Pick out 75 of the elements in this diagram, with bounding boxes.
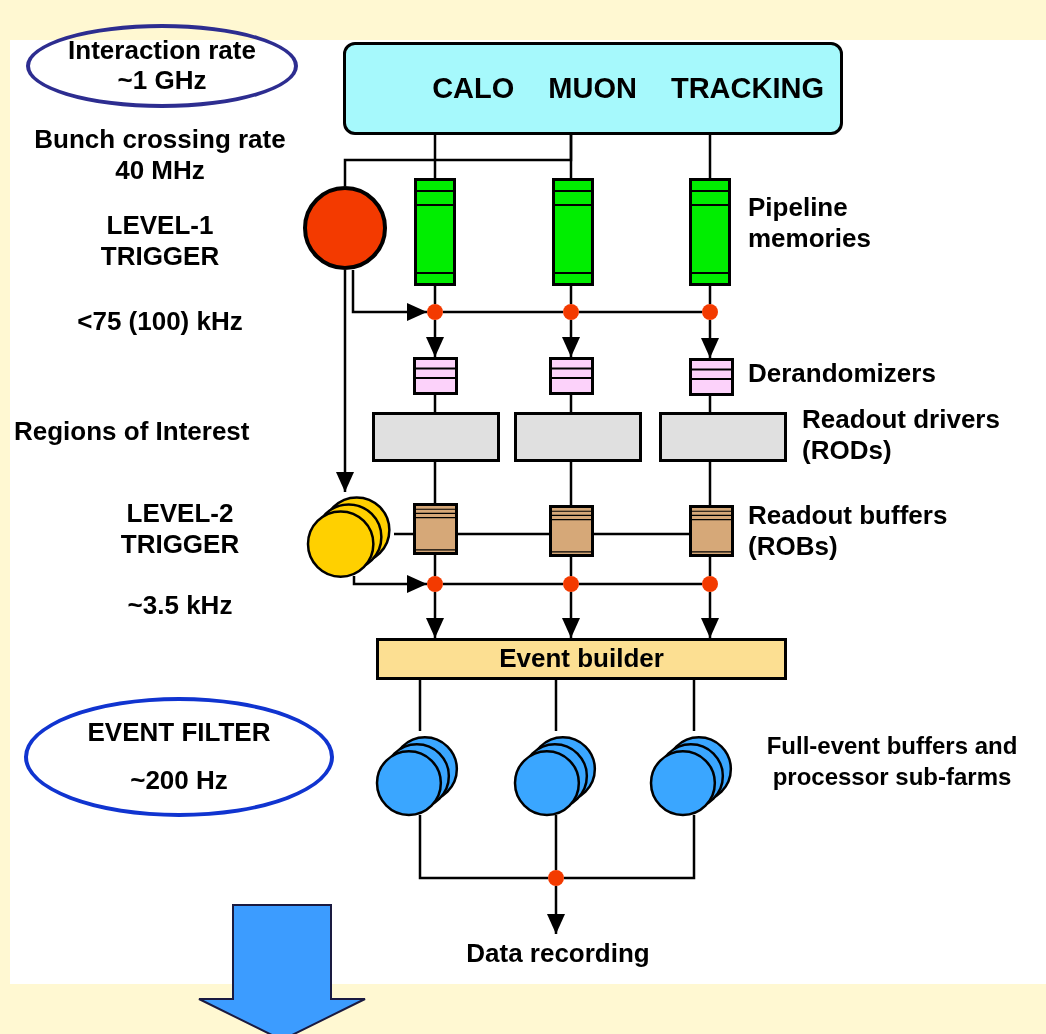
- arrow: [426, 592, 444, 638]
- annotation-text: Full-event buffers and processor sub-farms: [765, 731, 1019, 793]
- junction-dot: [548, 870, 564, 886]
- connector-line: [569, 557, 573, 576]
- readout-buffer: [689, 505, 734, 557]
- arrow: [562, 320, 580, 357]
- annotation-text: Derandomizers: [748, 358, 937, 390]
- readout-buffer: [413, 503, 458, 555]
- arrow: [336, 270, 354, 492]
- readout-driver-box: [372, 412, 500, 462]
- derandomizer-buffer: [413, 357, 458, 395]
- connector-line: [579, 310, 702, 314]
- connector-line: [708, 557, 712, 576]
- connector-line: [708, 462, 712, 505]
- annotation-text: ~3.5 kHz: [126, 590, 234, 622]
- arrow: [547, 886, 565, 934]
- arrow: [351, 270, 427, 321]
- junction-dot: [563, 576, 579, 592]
- connector-line: [692, 680, 696, 731]
- pipeline-memory: [689, 178, 731, 286]
- annotation-text: Regions of Interest: [14, 416, 251, 448]
- readout-driver-box: [659, 412, 787, 462]
- annotation-text: LEVEL-2 TRIGGER: [119, 498, 241, 561]
- connector-line: [343, 135, 573, 186]
- connector-line: [564, 815, 696, 880]
- arrow: [426, 320, 444, 357]
- detector-box: [343, 42, 843, 135]
- annotation-text: Bunch crossing rate 40 MHz: [33, 124, 287, 187]
- detector-label: TRACKING: [670, 71, 824, 106]
- rate-label: ~200 Hz: [130, 766, 228, 796]
- arrow: [562, 592, 580, 638]
- derandomizer-buffer: [689, 358, 734, 396]
- connector-line: [433, 555, 437, 576]
- trigger-circle: [303, 186, 387, 270]
- junction-dot: [702, 576, 718, 592]
- node-label: Data recording: [466, 939, 650, 969]
- arrow: [352, 575, 427, 593]
- pipeline-memory: [552, 178, 594, 286]
- junction-dot: [702, 304, 718, 320]
- derandomizer-buffer: [549, 357, 594, 395]
- rate-ellipse: [26, 24, 298, 108]
- connector-line: [433, 135, 437, 178]
- annotation-text: Readout buffers (ROBs): [748, 500, 949, 563]
- connector-line: [443, 310, 563, 314]
- connector-line: [554, 680, 558, 731]
- rate-label: Interaction rate ~1 GHz: [67, 36, 257, 96]
- annotation-text: LEVEL-1 TRIGGER: [99, 210, 221, 273]
- junction-dot: [563, 304, 579, 320]
- pipeline-memory: [414, 178, 456, 286]
- connector-line: [433, 462, 437, 503]
- connector-line: [418, 680, 422, 731]
- annotation-text: Pipeline memories: [748, 192, 872, 255]
- connector-line: [594, 532, 689, 536]
- connector-line: [554, 815, 558, 870]
- junction-dot: [427, 304, 443, 320]
- arrow: [701, 592, 719, 638]
- rate-ellipse: [24, 697, 334, 817]
- connector-line: [579, 582, 702, 586]
- connector-line: [443, 582, 563, 586]
- readout-buffer: [549, 505, 594, 557]
- connector-line: [418, 815, 548, 880]
- junction-dot: [427, 576, 443, 592]
- annotation-text: <75 (100) kHz: [76, 306, 244, 338]
- event-builder-box: [376, 638, 787, 680]
- rate-label: EVENT FILTER: [87, 718, 271, 748]
- connector-line: [569, 462, 573, 505]
- connector-line: [394, 532, 413, 536]
- arrow: [701, 320, 719, 358]
- connector-line: [708, 135, 712, 178]
- readout-driver-box: [514, 412, 642, 462]
- annotation-text: Readout drivers (RODs): [802, 404, 1001, 467]
- connector-line: [458, 532, 549, 536]
- detector-label: MUON: [548, 71, 637, 106]
- node-label: Event builder: [499, 644, 664, 674]
- detector-label: CALO: [432, 71, 515, 106]
